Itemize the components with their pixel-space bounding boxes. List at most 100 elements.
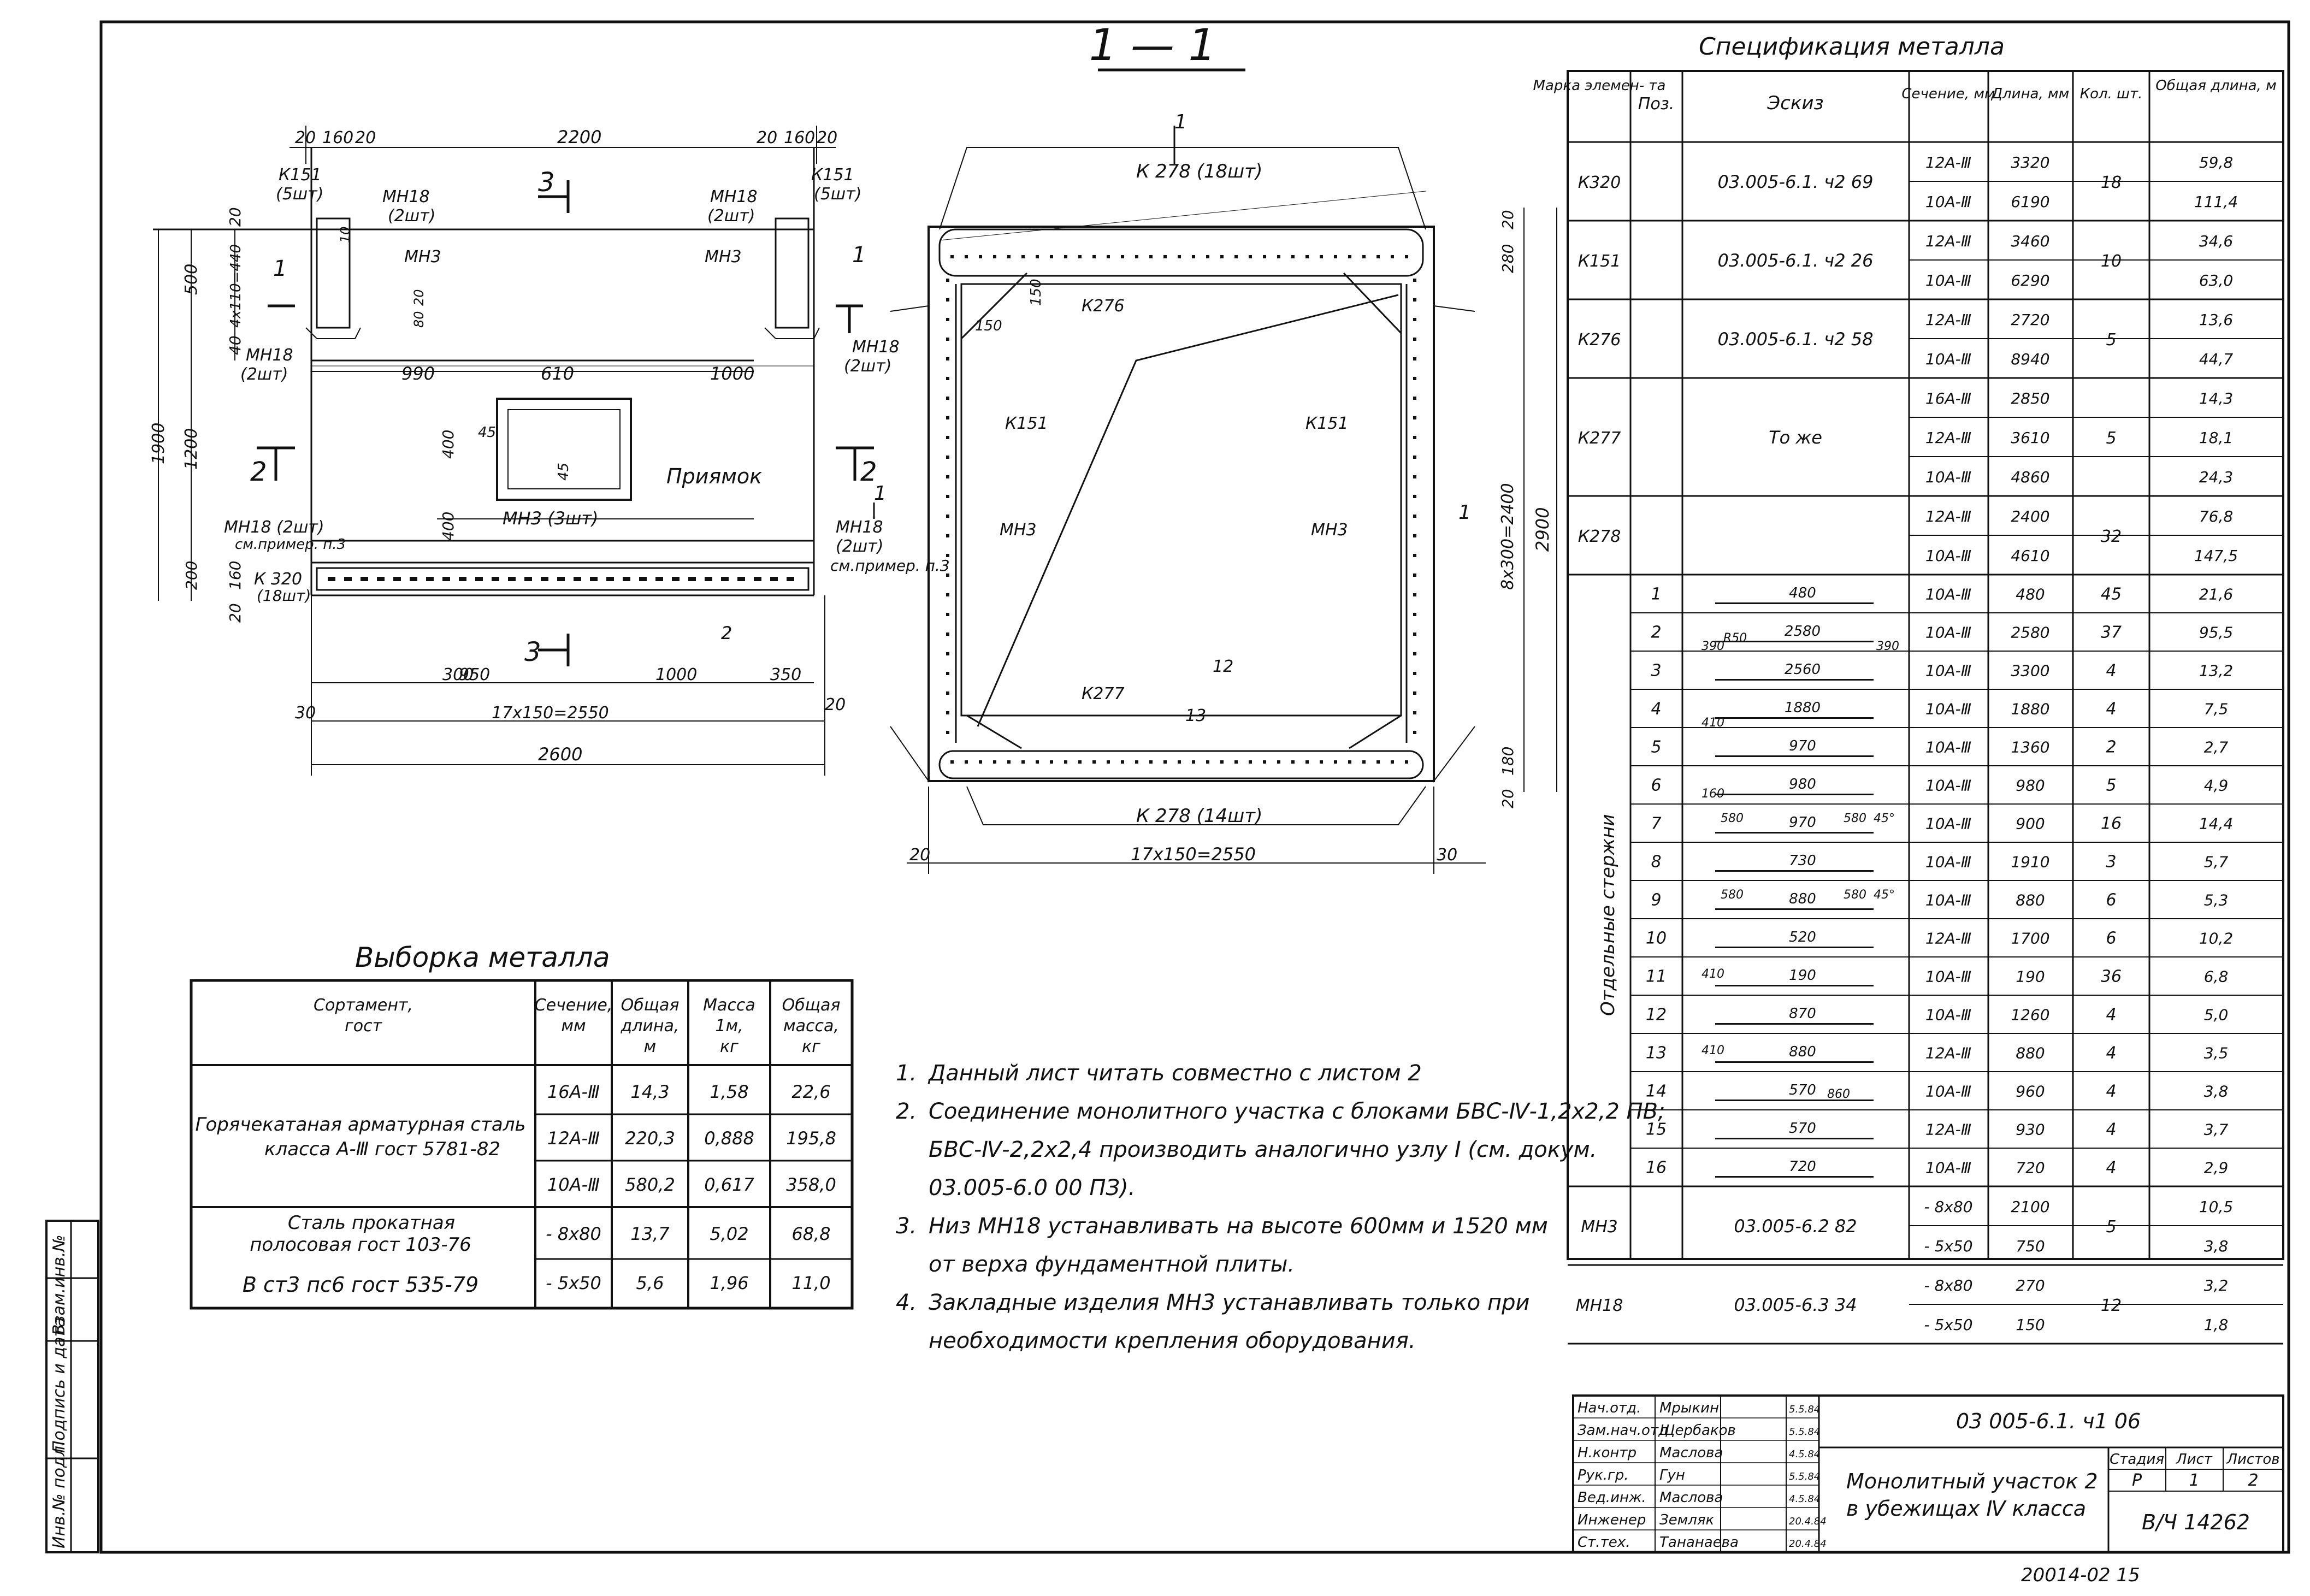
note-text: Низ МН18 устанавливать на высоте 600мм и… [929, 1214, 1548, 1239]
spec-rod-length: 1360 [2011, 738, 2049, 756]
spec-cell-total: 24,3 [2199, 468, 2233, 486]
dim-left-4x110: 4х110=440 [228, 244, 244, 328]
spec-cell-length: 3320 [2011, 153, 2049, 172]
signer-role: Ст.тех. [1578, 1534, 1630, 1551]
signer-role: Инженер [1578, 1512, 1646, 1528]
spec-cell-qty: 10 [2101, 252, 2122, 271]
spec-header-sketch: Эскиз [1767, 92, 1823, 114]
spec-sketch-extra: 160 [1702, 787, 1724, 801]
note-number: 2. [896, 1099, 917, 1124]
dim-section-8x300: 8х300=2400 [1498, 483, 1517, 590]
spec-rod-qty: 3 [2106, 853, 2116, 872]
dim-section-bottom: 17х150=2550 [1131, 844, 1256, 865]
dim-left-500: 500 [182, 264, 201, 295]
spec-rod-pos: 16 [1646, 1158, 1667, 1178]
signer-date: 5.5.84 [1789, 1471, 1820, 1482]
spec-cell-section: 10А-Ⅲ [1925, 468, 1971, 486]
spec-cell-section: 10А-Ⅲ [1925, 193, 1971, 211]
spec-cell-total: 76,8 [2199, 507, 2233, 525]
note-text: 03.005-6.0 00 ПЗ). [929, 1175, 1136, 1201]
stage-value: Р [2132, 1471, 2142, 1490]
spec-cell-total: 14,3 [2199, 389, 2233, 407]
spec-cell-section: 10А-Ⅲ [1925, 271, 1971, 289]
k151-section-left: К151 [1005, 414, 1048, 433]
spec-rod-total: 5,0 [2204, 1006, 2229, 1024]
spec-rod-length: 900 [2016, 815, 2045, 833]
dim-section-280: 280 [1499, 244, 1517, 273]
spec-rod-length: 480 [2016, 586, 2045, 604]
spec-rod-qty: 5 [2106, 776, 2116, 795]
dim-section-150b: 150 [1028, 279, 1044, 306]
section-mark-2-left: 2 [250, 457, 267, 487]
spec-emb-section: - 8х80 [1924, 1276, 1972, 1294]
spec-rod-section: 10А-Ⅲ [1925, 624, 1971, 642]
spec-emb-total: 10,5 [2199, 1198, 2233, 1216]
mn3-top-right: МН3 [705, 247, 742, 267]
notes-list: 1.Данный лист читать совместно с листом … [896, 1054, 1665, 1360]
spec-rod-total: 3,7 [2204, 1121, 2229, 1139]
spec-rod-length: 1260 [2011, 1006, 2049, 1024]
selection-group1-label2: класса А-Ⅲ гост 5781-82 [264, 1138, 500, 1160]
pit-label: Приямок [666, 464, 762, 488]
selection-cell: 68,8 [791, 1223, 830, 1244]
spec-cell-total: 59,8 [2199, 153, 2233, 172]
selection-cell: 220,3 [625, 1128, 675, 1149]
dim-section-20c: 20 [909, 846, 930, 865]
dim-plan-10: 10 [338, 226, 353, 243]
spec-rod-length: 720 [2016, 1159, 2045, 1177]
dim-mid-990: 990 [401, 363, 435, 384]
selection-group2-label3: В ст3 пс6 гост 535-79 [243, 1273, 478, 1297]
spec-rod-sketch: 880 [1789, 1044, 1816, 1060]
spec-cell-length: 4610 [2011, 547, 2049, 565]
k151-right-qty: (5шт) [814, 185, 861, 204]
dim-pit-400a: 400 [439, 430, 457, 459]
spec-cell-total: 63,0 [2199, 271, 2233, 289]
selection-cell: 12А-Ⅲ [547, 1128, 600, 1149]
mn3-section-right: МН3 [1311, 521, 1348, 540]
spec-emb-total: 1,8 [2204, 1316, 2229, 1334]
spec-title: Спецификация металла [1699, 33, 2005, 61]
spec-emb-qty: 12 [2101, 1296, 2122, 1315]
spec-cell-total: 18,1 [2199, 429, 2233, 447]
section-mark-1-right: 1 [852, 243, 866, 268]
spec-cell-sketch: 03.005-6.1. ч2 26 [1718, 250, 1874, 271]
selection-cell: 5,02 [710, 1223, 748, 1244]
spec-emb-length: 2100 [2011, 1198, 2049, 1216]
selection-cell: - 5х50 [546, 1273, 601, 1293]
spec-header-section: Сечение, мм [1901, 86, 1995, 102]
spec-cell-length: 3610 [2011, 429, 2049, 447]
spec-rod-section: 10А-Ⅲ [1925, 968, 1971, 986]
dim-left-1900: 1900 [149, 423, 168, 464]
note-line: 1.Данный лист читать совместно с листом … [896, 1054, 1551, 1092]
selection-group2-label2: полосовая гост 103-76 [250, 1234, 471, 1256]
spec-cell-section: 12А-Ⅲ [1925, 311, 1971, 329]
selection-cell: 580,2 [625, 1174, 675, 1195]
selection-group2-label1: Сталь прокатная [288, 1212, 455, 1234]
spec-emb-length: 750 [2016, 1237, 2045, 1255]
sheet-value: 1 [2189, 1471, 2199, 1490]
mn18-mid-left: МН18 [246, 346, 293, 365]
selection-cell: 11,0 [791, 1273, 830, 1293]
spec-rod-pos: 5 [1651, 738, 1661, 757]
spec-rod-pos: 11 [1646, 967, 1667, 986]
signer-role: Зам.нач.отд [1578, 1422, 1668, 1439]
selection-cell: 14,3 [630, 1081, 669, 1102]
spec-rod-section: 10А-Ⅲ [1925, 738, 1971, 756]
spec-rod-qty: 4 [2106, 700, 2116, 719]
spec-rod-section: 12А-Ⅲ [1925, 930, 1971, 948]
mn18-bot-left-note: см.пример. п.3 [235, 536, 346, 553]
spec-rod-sketch: 970 [1789, 814, 1816, 831]
spec-sketch-extra: 390 [1876, 640, 1899, 653]
sheet-header: Лист [2176, 1451, 2213, 1468]
spec-rod-length: 1910 [2011, 853, 2049, 871]
spec-cell-section: 10А-Ⅲ [1925, 350, 1971, 368]
footer-number: 20014-02 15 [2021, 1564, 2140, 1586]
dim-top-2200: 2200 [557, 127, 601, 147]
spec-sketch-extra: 580 [1844, 888, 1866, 902]
k151-right-label: К151 [811, 165, 854, 185]
note-line: от верха фундаментной плиты. [896, 1245, 1551, 1284]
spec-rod-qty: 36 [2101, 967, 2122, 986]
spec-rod-section: 10А-Ⅲ [1925, 777, 1971, 795]
